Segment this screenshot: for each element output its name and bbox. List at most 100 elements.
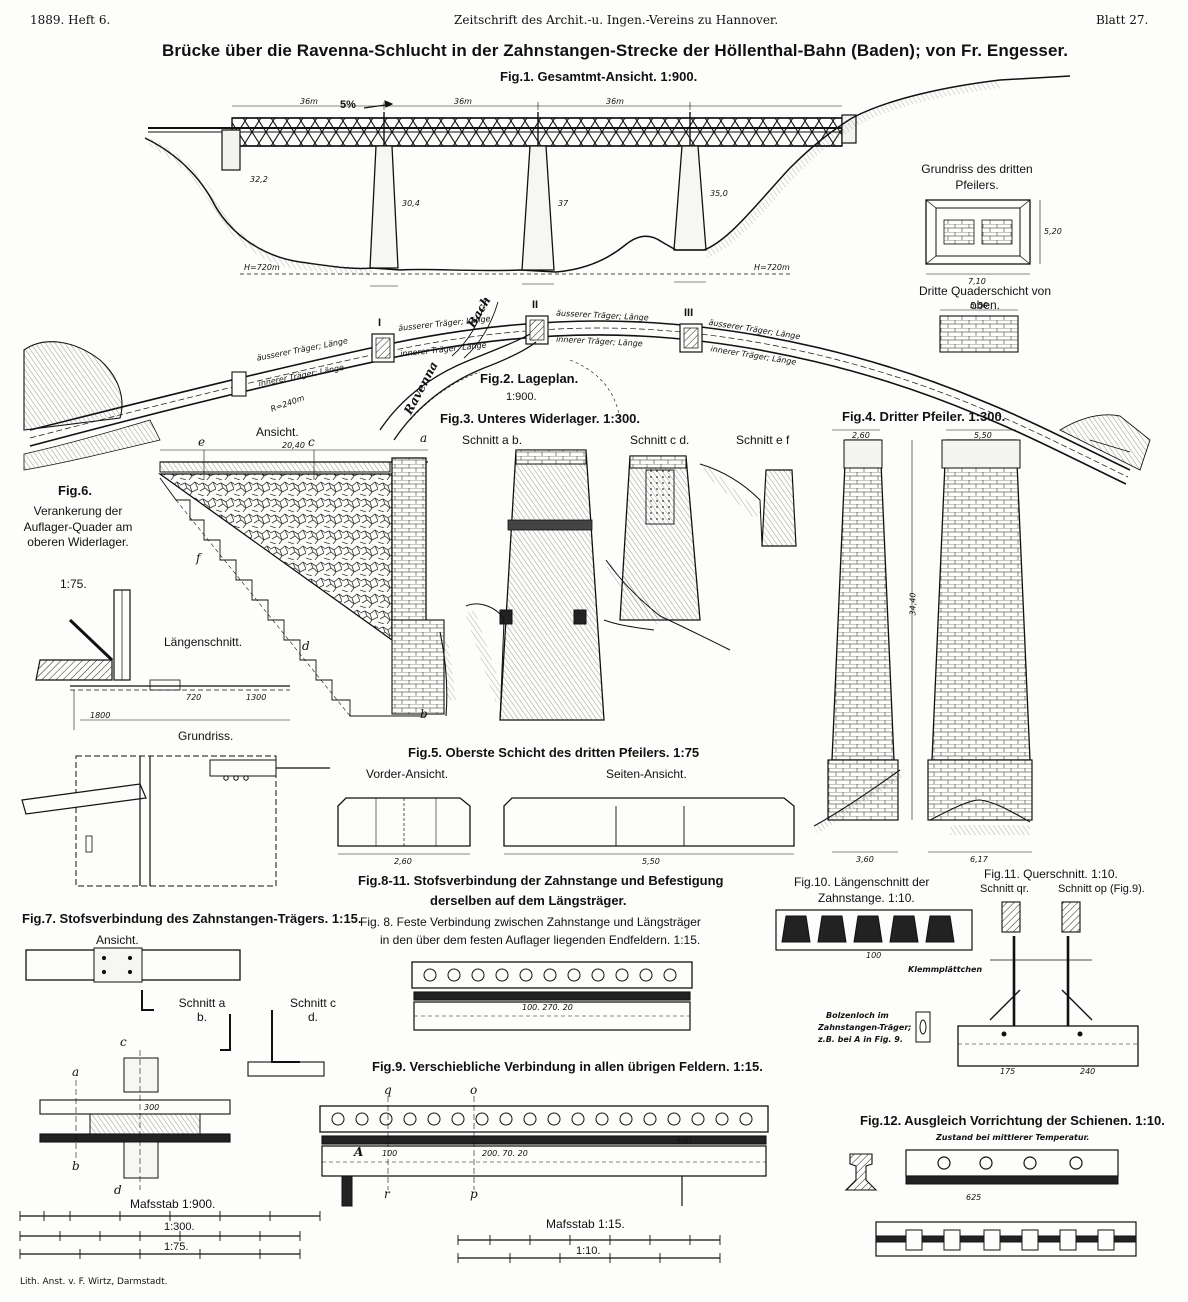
fig6-dimension-c: 720 (186, 693, 202, 702)
fig11-section-qr: Schnitt qr. (980, 883, 1029, 895)
fig12-state-note: Zustand bei mittlerer Temperatur. (936, 1133, 1090, 1142)
fig9-dimension-a: 100 (382, 1149, 398, 1158)
fig3-letter-d: d (302, 639, 310, 653)
pier-plan-caption: Grundriss des dritten Pfeilers. (921, 162, 1033, 192)
fig8-dimensions: 100. 270. 20 (522, 1003, 573, 1012)
fig10-caption-line-1: Fig.10. Längenschnitt der (794, 875, 930, 889)
header-issue: 1889. Heft 6. (30, 13, 111, 27)
fig7-caption: Fig.7. Stofsverbindung des Zahnstangen-T… (22, 911, 362, 926)
fig7-letter-c: c (120, 1035, 127, 1049)
fig3-letter-f: f (196, 551, 201, 565)
fig6-subtitle: Verankerung der Auflager-Quader am obere… (23, 504, 133, 550)
fig11-clamp-plate: Klemmplättchen (908, 965, 983, 974)
fig3-abutment (157, 449, 456, 717)
fig2-site-plan (23, 299, 1151, 485)
fig2-pier-i: I (378, 317, 382, 329)
fig3-section-ab (465, 449, 655, 721)
fig2-pier-iii: III (684, 307, 694, 319)
fig6-dimension-b: 1800 (90, 711, 111, 720)
fig12-dimension: 625 (966, 1193, 982, 1202)
fig10-dimension: 100 (866, 951, 882, 960)
fig1-caption: Fig.1. Gesamtmt-Ansicht. 1:900. (500, 69, 698, 84)
fig9-dimension-b: 500 (676, 1137, 692, 1146)
scale-left-1-300: 1:300. (164, 1221, 195, 1233)
fig5-caption: Fig.5. Oberste Schicht des dritten Pfeil… (408, 745, 700, 760)
fig4-top-width-side: 5,50 (974, 431, 992, 440)
scale-bars-left (19, 1211, 321, 1259)
fig6-dimension-a: 1300 (246, 693, 267, 702)
fig8-caption-line-1: Fig. 8. Feste Verbindung zwischen Zahnst… (360, 915, 701, 929)
scale-left-1-75: 1:75. (164, 1241, 189, 1253)
scale-right-title: Mafsstab 1:15. (546, 1217, 625, 1231)
fig11-dimension-b: 240 (1080, 1067, 1096, 1076)
fig6-longitudinal-label: Längenschnitt. (164, 635, 243, 649)
pier-plan-width: 7,10 (968, 277, 986, 286)
fig4-pier (813, 429, 1033, 853)
fig3-section-ab-label: Schnitt a b. (462, 433, 523, 447)
fig4-top-width-front: 2,60 (852, 431, 870, 440)
fig9-letter-p: p (470, 1187, 478, 1201)
scale-bars-right (457, 1235, 721, 1263)
header-sheet: Blatt 27. (1096, 13, 1149, 27)
fig4-bottom-width-side: 6,17 (970, 855, 988, 864)
fig10-caption-line-2: Zahnstange. 1:10. (818, 891, 915, 905)
fig8-caption-line-2: in den über dem festen Auflager liegende… (380, 933, 701, 947)
course-width: 5,50 (970, 301, 988, 310)
fig4-height: 34,40 (908, 592, 918, 616)
fig3-letter-c: c (308, 435, 315, 449)
fig6-anchoring (21, 589, 330, 887)
fig7-letter-d: d (114, 1183, 122, 1197)
fig7-letter-b: b (72, 1159, 80, 1173)
scale-left-title: Mafsstab 1:900. (130, 1197, 216, 1211)
fig2-caption: Fig.2. Lageplan. (480, 371, 579, 386)
fig5-side-label: Seiten-Ansicht. (606, 767, 687, 781)
fig4-bottom-width-front: 3,60 (856, 855, 874, 864)
fig11-bolt-hole-line-3: z.B. bei A in Fig. 9. (818, 1035, 903, 1044)
fig12-caption: Fig.12. Ausgleich Vorrichtung der Schien… (860, 1113, 1165, 1128)
fig1-span-3: 36m (606, 97, 624, 106)
fig3-caption: Fig.3. Unteres Widerlager. 1:300. (440, 411, 641, 426)
pier-plan-depth: 5,20 (1044, 227, 1062, 236)
fig3-view-label: Ansicht. (256, 425, 299, 439)
fig11-bolt-hole-line-1: Bolzenloch im (826, 1011, 889, 1020)
fig3-letter-b: b (420, 707, 428, 721)
fig9-letter-o: o (470, 1083, 478, 1097)
fig3-section-cd (604, 455, 731, 651)
fig3-letter-e: e (198, 435, 206, 449)
fig4-caption: Fig.4. Dritter Pfeiler. 1:300. (842, 409, 1006, 424)
page-title: Brücke über die Ravenna-Schlucht in der … (162, 41, 1069, 60)
fig1-span-1: 36m (300, 97, 318, 106)
fig5-side-width: 5,50 (642, 857, 660, 866)
fig7-section-ab-label: Schnitt a b. (178, 996, 226, 1025)
fig1-datum-right: H=720m (754, 263, 790, 272)
fig1-pier-3-height: 35,0 (710, 189, 728, 198)
fig11-bolt-hole-line-2: Zahnstangen-Träger; (818, 1023, 912, 1032)
fig9-letter-A: A (354, 1145, 364, 1159)
fig5-front-width: 2,60 (394, 857, 412, 866)
fig9-dimensions: 200. 70. 20 (482, 1149, 528, 1158)
fig8-11-caption-line-1: Fig.8-11. Stofsverbindung der Zahnstange… (358, 873, 724, 888)
fig9-letter-r: r (384, 1187, 390, 1201)
fig7-section-cd-label: Schnitt c d. (289, 996, 337, 1025)
fig8-11-caption-line-2: derselben auf dem Längsträger. (430, 893, 627, 908)
fig5-top-course (337, 797, 795, 855)
fig7-view-label: Ansicht. (96, 933, 139, 947)
fig3-section-ef (699, 463, 797, 547)
fig11-caption: Fig.11. Querschnitt. 1:10. (984, 867, 1118, 881)
fig3-letter-a: a (420, 431, 428, 445)
fig6-scale: 1:75. (60, 577, 87, 591)
fig3-section-ef-label: Schnitt e f (736, 433, 790, 447)
fig3-top-dimension: 20,40 (282, 441, 305, 450)
fig1-elevation (144, 75, 1071, 287)
header-journal: Zeitschrift des Archit.-u. Ingen.-Verein… (454, 13, 779, 27)
fig6-caption: Fig.6. (58, 483, 92, 498)
fig9-letter-q: q (384, 1083, 392, 1097)
fig11-section-op: Schnitt op (Fig.9). (1058, 883, 1145, 895)
scale-right-1-10: 1:10. (576, 1245, 601, 1257)
fig1-slope: 32,2 (250, 175, 268, 184)
fig11-dimension-a: 175 (1000, 1067, 1016, 1076)
fig1-datum-left: H=720m (244, 263, 280, 272)
fig1-pier-1-height: 30,4 (402, 199, 420, 208)
